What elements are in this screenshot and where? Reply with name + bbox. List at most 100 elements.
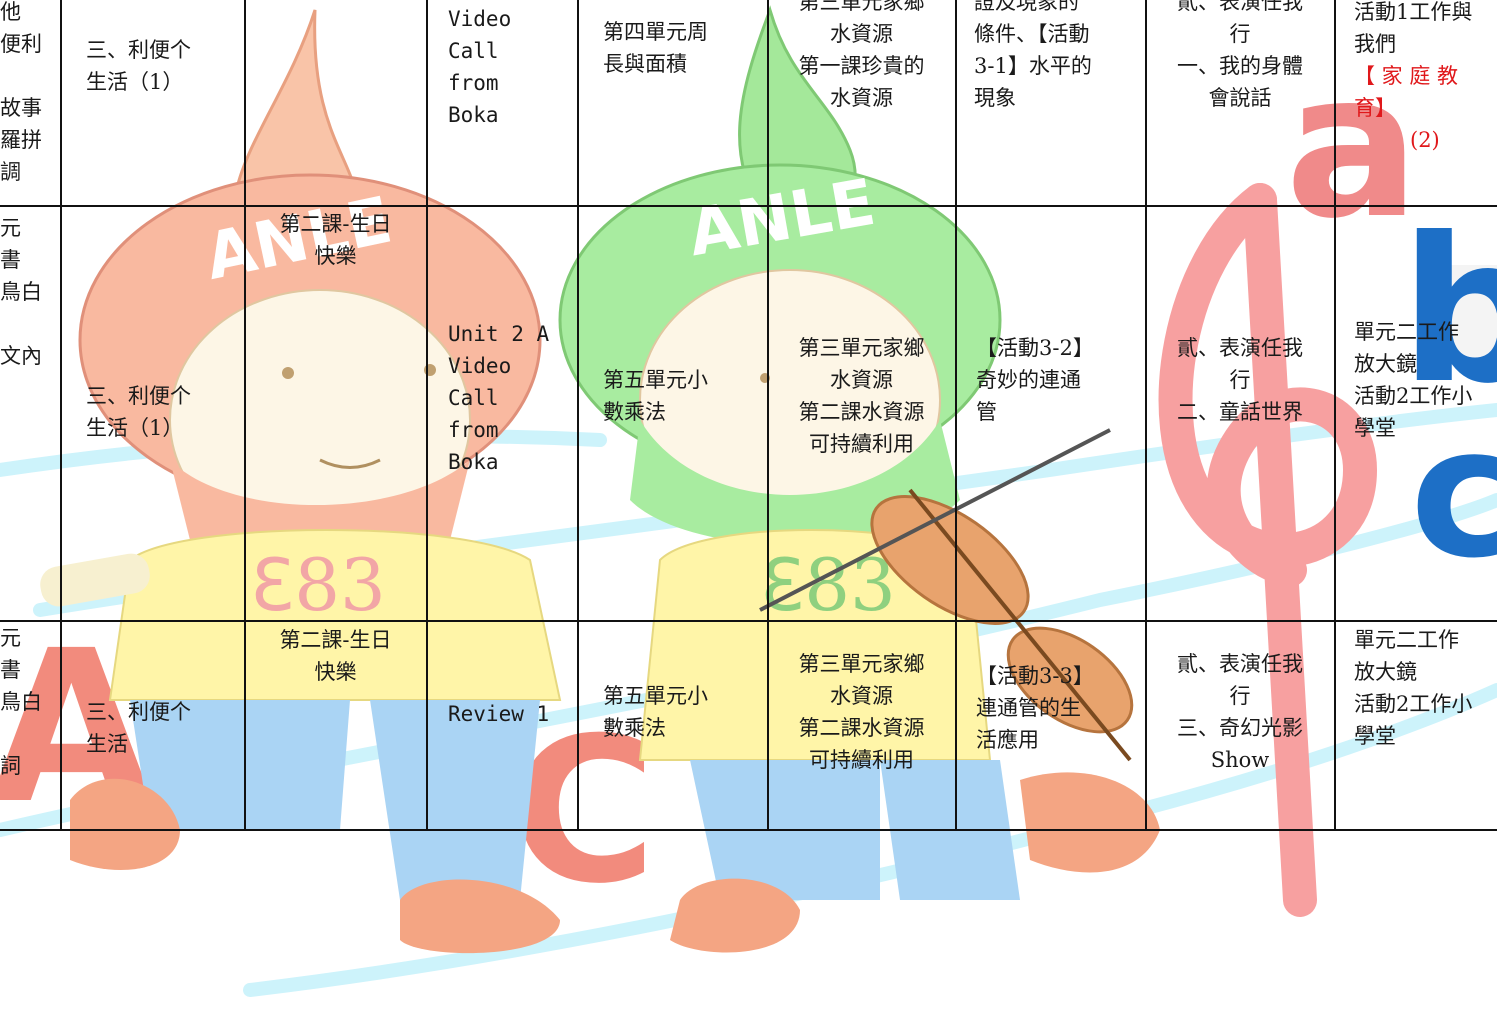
cell-line: 水資源 — [830, 86, 893, 110]
row2-col6-cell: 【活動3-2】 奇妙的連通 管 — [976, 332, 1141, 428]
cell-line: 貳、表演任我 — [1177, 652, 1303, 676]
cell-line: 貳、表演任我 — [1177, 336, 1303, 360]
row3-col2-cell: 第二課-生日 快樂 — [248, 624, 423, 688]
cell-line: 數乘法 — [603, 716, 666, 740]
row2-col4-cell: 第五單元小 數乘法 — [603, 364, 763, 428]
letter-c-icon: c — [1410, 389, 1497, 598]
row2-col7-cell: 貳、表演任我 行 二、童話世界 — [1150, 332, 1330, 428]
cell-line: 行 — [1229, 22, 1251, 46]
cell-line: 故事 — [0, 96, 42, 120]
row-divider — [0, 620, 1497, 622]
cell-line: 生活（1） — [86, 70, 184, 94]
row1-col3-cell: Video Call from Boka — [448, 3, 573, 131]
column-divider — [955, 0, 957, 830]
row3-col1-cell: 三、利便个 生活 — [86, 696, 236, 760]
column-divider — [1334, 0, 1336, 830]
cell-line: 詞 — [0, 754, 21, 778]
row2-col8-cell: 單元二工作 放大鏡 活動2工作小 學堂 — [1354, 316, 1497, 444]
cell-line: 會說話 — [1208, 86, 1272, 110]
row2-col3-cell: Unit 2 A Video Call from Boka — [448, 318, 573, 478]
cell-line: 貳、表演任我 — [1177, 0, 1303, 14]
row3-col7-cell: 貳、表演任我 行 三、奇幻光影 Show — [1150, 648, 1330, 776]
column-divider — [426, 0, 428, 830]
cell-line: from — [448, 71, 499, 95]
cell-line: 單元二工作 — [1354, 320, 1459, 344]
cell-line: 學堂 — [1354, 724, 1396, 748]
svg-text:a: a — [1285, 30, 1420, 263]
column-divider — [244, 0, 246, 830]
row1-col6-cell: 證及現象的 條件、【活動 3-1】水平的 現象 — [974, 0, 1142, 114]
cell-line: Boka — [448, 450, 499, 474]
cell-line: 可持續利用 — [809, 748, 914, 772]
cell-line: Call — [448, 39, 499, 63]
cell-line: 【活動3-3】 — [976, 664, 1094, 688]
family-education-count: (2) — [1410, 128, 1440, 152]
cell-line: 單元二工作 — [1354, 628, 1459, 652]
cell-line — [0, 308, 58, 340]
cell-line: 鳥白 — [0, 280, 42, 304]
treble-clef-icon — [1158, 183, 1378, 917]
cell-line: 活動2工作小 — [1354, 692, 1473, 716]
cell-line: 活動1工作與 — [1354, 0, 1473, 24]
cell-line: 第二課水資源 — [798, 716, 925, 740]
cell-line: 條件、【活動 — [974, 22, 1090, 46]
cell-line: 第一課珍貴的 — [798, 54, 925, 78]
cell-line: 第二課-生日 — [279, 212, 392, 236]
family-education-label: 【 家 庭 教 — [1354, 64, 1459, 88]
cell-line: Call — [448, 386, 499, 410]
orange-mascot-illustration: ANLE ℇ83 — [40, 9, 562, 954]
cell-line: 元 — [0, 216, 21, 240]
cell-line: 三、利便个 — [86, 700, 191, 724]
cell-line: 奇妙的連通 — [976, 368, 1081, 392]
cell-line: 水資源 — [830, 368, 893, 392]
letter-a-icon: a — [1285, 30, 1420, 263]
row1-col7-cell: 貳、表演任我 行 一、我的身體 會說話 — [1150, 0, 1330, 114]
row2-col2-cell: 第二課-生日 快樂 — [248, 208, 423, 272]
column-divider — [767, 0, 769, 830]
row-divider — [0, 829, 1497, 831]
cell-line: 可持續利用 — [809, 432, 914, 456]
cell-line: Boka — [448, 103, 499, 127]
cell-line: 放大鏡 — [1354, 352, 1417, 376]
row3-col5-cell: 第三單元家鄉 水資源 第二課水資源 可持續利用 — [770, 648, 953, 776]
cell-line: 我們 — [1354, 32, 1396, 56]
cell-line: 文內 — [0, 344, 42, 368]
row1-col5-cell: 第三單元家鄉 水資源 第一課珍貴的 水資源 — [770, 0, 953, 114]
row1-col4-cell: 第四單元周 長與面積 — [603, 16, 763, 80]
row3-col0-cell: 元 書 鳥白 詞 — [0, 622, 58, 782]
svg-text:ℇ83: ℇ83 — [250, 543, 386, 627]
column-divider — [60, 0, 62, 830]
cell-line: 行 — [1229, 684, 1251, 708]
cell-line: 水資源 — [830, 22, 893, 46]
cell-line: 二、童話世界 — [1177, 400, 1303, 424]
row2-col5-cell: 第三單元家鄉 水資源 第二課水資源 可持續利用 — [770, 332, 953, 460]
cell-line: 活應用 — [976, 728, 1039, 752]
cell-line — [0, 718, 58, 750]
svg-text:ℇ83: ℇ83 — [760, 543, 896, 627]
cell-line: 三、利便个 — [86, 38, 191, 62]
cell-line: 連通管的生 — [976, 696, 1081, 720]
cell-line: 第四單元周 — [603, 20, 708, 44]
cell-line: 現象 — [974, 86, 1016, 110]
cell-line: 快樂 — [314, 660, 357, 684]
cell-line: 生活（1） — [86, 416, 184, 440]
cell-line: Video — [448, 354, 512, 378]
family-education-label: 育】 — [1354, 96, 1396, 120]
cell-line — [0, 60, 58, 92]
cell-line: 數乘法 — [603, 400, 666, 424]
svg-text:c: c — [1410, 389, 1497, 598]
column-divider — [577, 0, 579, 830]
cell-line: 活動2工作小 — [1354, 384, 1473, 408]
row3-col6-cell: 【活動3-3】 連通管的生 活應用 — [976, 660, 1141, 756]
cell-line: 放大鏡 — [1354, 660, 1417, 684]
cell-line: 第三單元家鄉 — [798, 336, 925, 360]
row1-col1-cell: 三、利便个 生活（1） — [86, 34, 236, 98]
cell-line: 書 — [0, 248, 21, 272]
cell-line: Review 1 — [448, 702, 550, 726]
cell-line: 快樂 — [314, 244, 357, 268]
row-divider — [0, 205, 1497, 207]
cell-line: 三、利便个 — [86, 384, 191, 408]
row3-col8-cell: 單元二工作 放大鏡 活動2工作小 學堂 — [1354, 624, 1497, 752]
cell-line: 證及現象的 — [974, 0, 1079, 14]
